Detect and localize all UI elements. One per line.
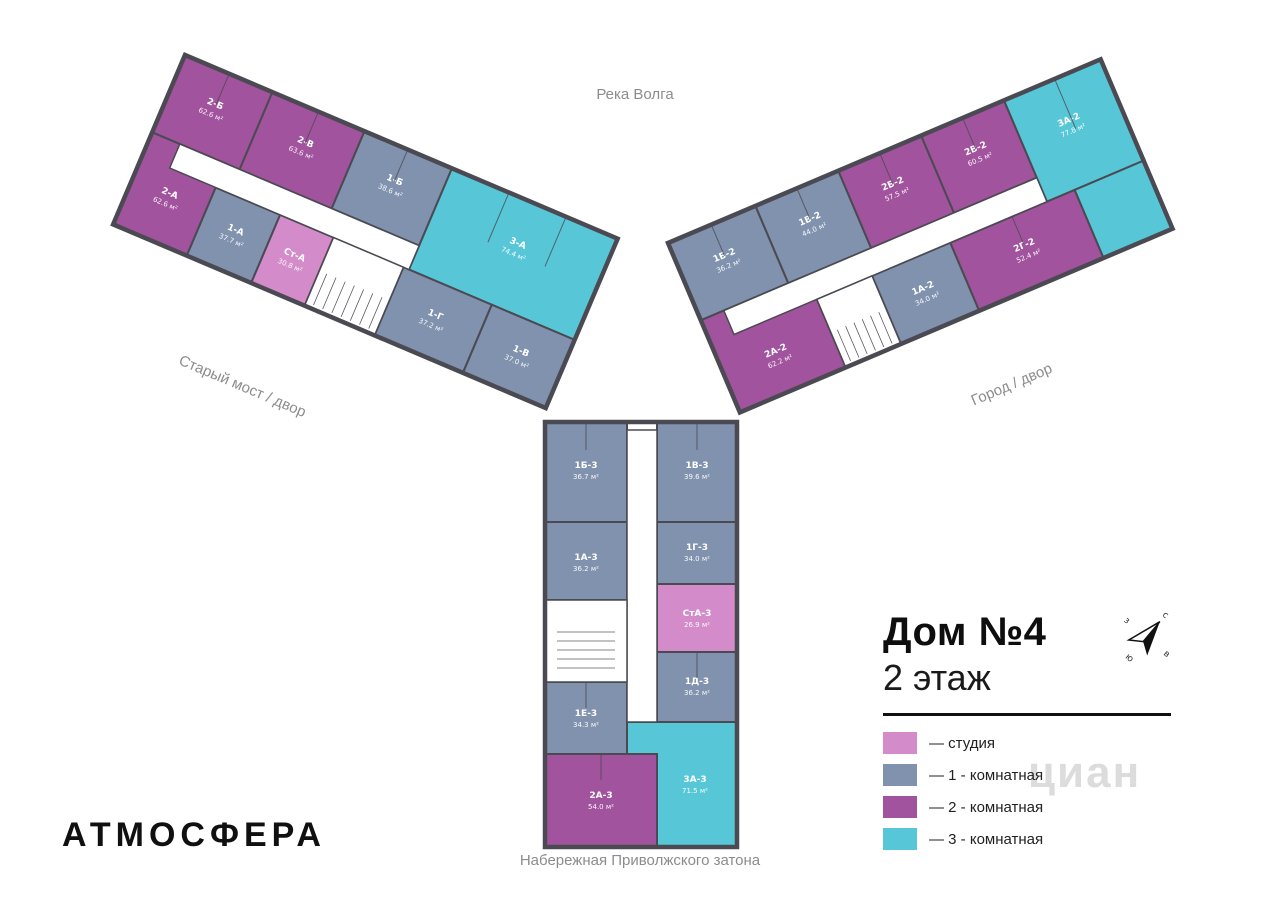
stairs [313,273,383,329]
legend-label-studio: — студия [929,734,995,752]
stairs [836,311,893,362]
apartment-id-label: 1Г-3 [686,543,708,553]
wing-bottom: 1Б-3 36.7 м² 1В-3 39.6 м² 1А-3 36.2 м² 1… [542,419,740,850]
apartment-region[interactable]: 3А-2 77.8 м² [1002,58,1174,269]
legend-item-studio: — студия [883,732,1183,754]
apartment-area-label: 26.9 м² [684,621,710,629]
floor-title: 2 этаж [883,657,991,698]
apartment-id-label: 1Б-3 [574,461,597,471]
legend-swatch-rect [883,796,917,818]
legend-swatch-one-room [883,764,917,786]
apartment-region[interactable]: СтА-3 26.9 м² [656,583,738,653]
room-divider [585,422,698,780]
apartment-id-label: 1В-3 [685,461,708,471]
wing-outline [110,52,621,411]
legend-swatch-rect [883,732,917,754]
apartment-region[interactable]: 1А-3 36.2 м² [544,521,628,601]
apartment-shape[interactable] [656,521,738,585]
apartment-id-label: 2А-3 [589,791,612,801]
street-label-top: Река Волга [596,86,674,103]
apartment-id-label: 3А-3 [683,775,706,785]
stairs [557,631,615,669]
apartment-region[interactable]: Ст-А 30.8 м² [249,213,335,307]
wing-outline [665,56,1176,416]
wing-right: 1Б-2 36.2 м² 1В-2 44.0 м² 2Б-2 57.5 м² 2… [665,56,1176,416]
legend-swatch-two-room [883,796,917,818]
apartment-area-label: 36.2 м² [573,565,599,573]
compass-east-label: в [1161,649,1171,660]
legend-swatch-three-room [883,828,917,850]
apartment-id-label: 1А-3 [574,553,597,563]
legend-item-two-room: — 2 - комнатная [883,796,1183,818]
corridor [626,429,658,723]
apartment-region[interactable]: 1В-2 44.0 м² [754,169,873,285]
street-label-bottom: Набережная Приволжского затона [519,852,761,869]
compass: с ю в з [1121,610,1171,665]
legend-swatch-rect [883,828,917,850]
legend-label-three-room: — 3 - комнатная [929,830,1044,848]
developer-logo: АТМОСФЕРА [62,816,326,854]
apartment-area-label: 34.0 м² [684,555,710,563]
legend-item-one-room: — 1 - комнатная [883,764,1183,786]
title-block: Дом №4 2 этаж — студия — 1 - комнатная —… [883,610,1183,860]
corridor [168,143,421,271]
house-title: Дом №4 [883,610,1047,654]
compass-north-label: с [1160,610,1170,621]
apartment-area-label: 39.6 м² [684,473,710,481]
legend-swatch-studio [883,732,917,754]
compass-needle-dark [1143,621,1160,656]
apartment-id-label: 1Д-3 [685,677,709,687]
apartment-region[interactable]: 1Г-3 34.0 м² [656,521,738,585]
legend-item-three-room: — 3 - комнатная [883,828,1183,850]
title-divider [883,713,1171,716]
compass-needle-light [1126,621,1161,643]
legend-swatch-rect [883,764,917,786]
apartment-area-label: 54.0 м² [588,803,614,811]
wing-outline [542,419,740,850]
room-divider [215,73,567,333]
room-divider [710,78,1077,257]
apartment-region[interactable]: 1-Б 38.6 м² [330,129,454,247]
apartment-id-label: СтА-3 [683,609,712,619]
apartment-area-label: 34.3 м² [573,721,599,729]
wing-left: 2-Б 62.6 м² 2-В 63.6 м² 1-Б 38.6 м² 3-А … [110,52,621,411]
corridor [722,176,1048,336]
watermark: циан [1028,748,1142,797]
legend: — студия — 1 - комнатная — 2 - комнатная… [883,732,1183,850]
legend-label-one-room: — 1 - комнатная [929,766,1044,784]
compass-west-label: з [1121,616,1131,627]
apartment-area-label: 36.2 м² [684,689,710,697]
apartment-area-label: 71.5 м² [682,787,708,795]
legend-label-two-room: — 2 - комнатная [929,798,1044,816]
apartment-area-label: 36.7 м² [573,473,599,481]
compass-south-label: ю [1123,652,1136,665]
apartment-id-label: 1Е-3 [575,709,597,719]
